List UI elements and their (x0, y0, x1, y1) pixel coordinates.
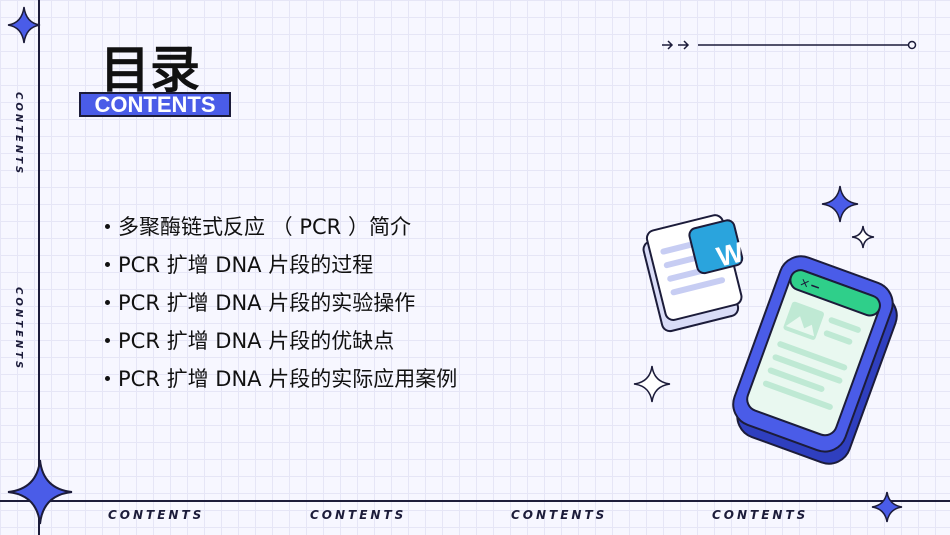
bullet-icon (105, 375, 110, 381)
sparkle-bottom-left-icon (7, 459, 73, 525)
bottom-border-line (0, 500, 950, 502)
page-title: 目录 (100, 41, 200, 99)
bottom-label-4: CONTENTS (712, 508, 809, 522)
toc-item-label: 多聚酶链式反应 （ PCR ）简介 (118, 215, 411, 239)
sparkle-top-left-icon (7, 6, 41, 44)
toc-item-label: PCR 扩增 DNA 片段的过程 (118, 253, 374, 277)
page-subtitle-badge: CONTENTS (79, 92, 231, 117)
sparkle-bottom-right-icon (871, 491, 903, 523)
arrow-line-icon (662, 40, 917, 50)
bullet-icon (105, 223, 110, 229)
toc-item-label: PCR 扩增 DNA 片段的实际应用案例 (118, 367, 458, 391)
bottom-label-2: CONTENTS (310, 508, 407, 522)
document-w-icon: W (642, 214, 747, 333)
toc-item[interactable]: PCR 扩增 DNA 片段的过程 (105, 246, 457, 284)
toc-item[interactable]: PCR 扩增 DNA 片段的实际应用案例 (105, 360, 457, 398)
bottom-label-3: CONTENTS (511, 508, 608, 522)
bullet-icon (105, 337, 110, 343)
toc-item[interactable]: 多聚酶链式反应 （ PCR ）简介 (105, 208, 457, 246)
bullet-icon (105, 299, 110, 305)
toc-item-label: PCR 扩增 DNA 片段的实验操作 (118, 291, 416, 315)
toc-item[interactable]: PCR 扩增 DNA 片段的优缺点 (105, 322, 457, 360)
toc-item-label: PCR 扩增 DNA 片段的优缺点 (118, 329, 395, 353)
sparkle-blue-icon (821, 185, 859, 223)
toc-item[interactable]: PCR 扩增 DNA 片段的实验操作 (105, 284, 457, 322)
phone-icon: × (732, 255, 898, 465)
side-label-top: CONTENTS (13, 92, 24, 177)
toc-list: 多聚酶链式反应 （ PCR ）简介 PCR 扩增 DNA 片段的过程 PCR 扩… (105, 208, 457, 398)
svg-text:×: × (798, 275, 812, 292)
side-label-bottom: CONTENTS (13, 287, 24, 372)
bullet-icon (105, 261, 110, 267)
sparkle-outline-large-icon (633, 365, 671, 403)
sparkle-outline-small-icon (851, 225, 875, 249)
bottom-label-1: CONTENTS (108, 508, 205, 522)
left-border-line (38, 0, 40, 535)
